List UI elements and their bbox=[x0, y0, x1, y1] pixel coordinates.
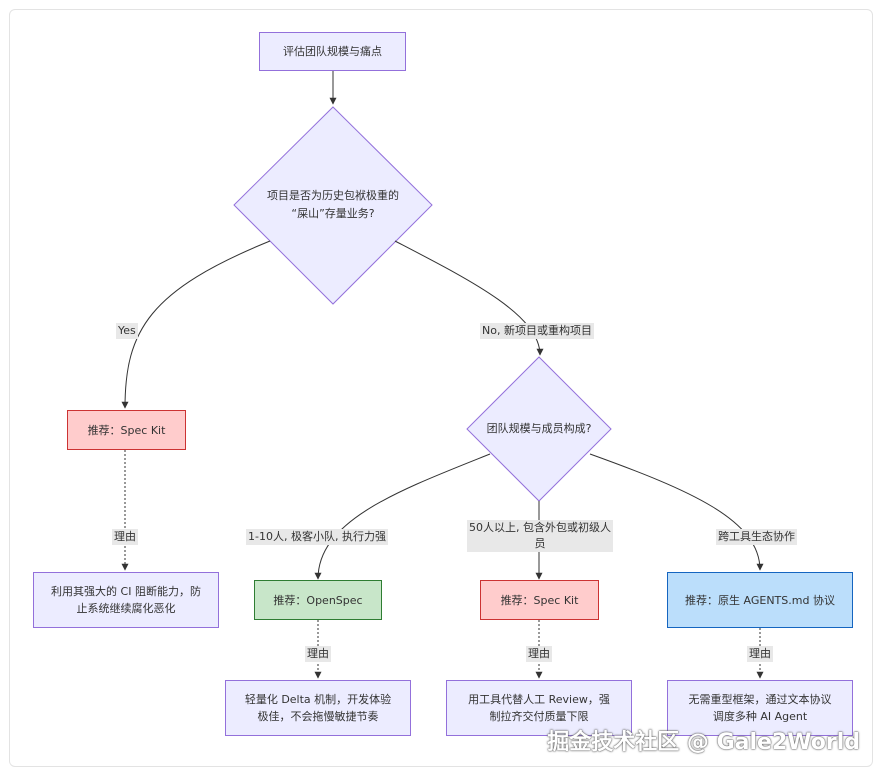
node-q1-text: 项目是否为历史包袱极重的 “屎山”存量业务? bbox=[267, 189, 399, 220]
edge-label-reason-2: 理由 bbox=[526, 646, 552, 662]
decision-diamond-legacy bbox=[233, 106, 433, 305]
node-agents-md: 推荐：原生 AGENTS.md 协议 bbox=[667, 572, 853, 628]
node-reason-1-text: 利用其强大的 CI 阻断能力，防止系统继续腐化恶化 bbox=[51, 585, 201, 615]
node-spec-kit-2: 推荐：Spec Kit bbox=[480, 580, 599, 620]
node-reason-agents-text: 无需重型框架，通过文本协议调度多种 AI Agent bbox=[688, 693, 832, 723]
node-openspec-text: 推荐：OpenSpec bbox=[273, 593, 363, 607]
node-reason-2: 用工具代替人工 Review，强制拉齐交付质量下限 bbox=[446, 680, 632, 736]
edge-no bbox=[394, 240, 544, 356]
edge-label-cross-tool: 跨工具生态协作 bbox=[716, 529, 797, 545]
node-reason-openspec-text: 轻量化 Delta 机制，开发体验极佳，不会拖慢敏捷节奏 bbox=[244, 693, 392, 723]
edge-small-team bbox=[314, 453, 491, 580]
edge-label-reason-1: 理由 bbox=[112, 529, 138, 545]
node-start-text: 评估团队规模与痛点 bbox=[283, 45, 382, 58]
edge-cross-tool bbox=[589, 453, 764, 571]
node-agents-md-text: 推荐：原生 AGENTS.md 协议 bbox=[685, 593, 835, 607]
edge-label-reason-agents: 理由 bbox=[747, 646, 773, 662]
node-start: 评估团队规模与痛点 bbox=[259, 32, 406, 71]
node-reason-agents: 无需重型框架，通过文本协议调度多种 AI Agent bbox=[667, 680, 853, 736]
edge-label-large-team: 50人以上, 包含外包或初级人员 bbox=[467, 520, 613, 552]
node-spec-kit-1: 推荐：Spec Kit bbox=[67, 410, 186, 450]
diagram-frame bbox=[9, 9, 873, 767]
node-spec-kit-1-text: 推荐：Spec Kit bbox=[87, 423, 166, 437]
edge-yes bbox=[121, 240, 271, 409]
node-spec-kit-2-text: 推荐：Spec Kit bbox=[500, 593, 579, 607]
node-reason-1: 利用其强大的 CI 阻断能力，防止系统继续腐化恶化 bbox=[33, 572, 219, 628]
node-q2-text: 团队规模与成员构成? bbox=[486, 422, 592, 435]
edge-label-reason-openspec: 理由 bbox=[305, 646, 331, 662]
node-reason-2-text: 用工具代替人工 Review，强制拉齐交付质量下限 bbox=[468, 693, 610, 723]
node-reason-openspec: 轻量化 Delta 机制，开发体验极佳，不会拖慢敏捷节奏 bbox=[225, 680, 411, 736]
node-openspec: 推荐：OpenSpec bbox=[254, 580, 382, 620]
edge-label-no: No, 新项目或重构项目 bbox=[480, 323, 594, 339]
watermark: 掘金技术社区 @ Gale2World bbox=[547, 730, 860, 755]
edge-label-yes: Yes bbox=[116, 323, 138, 339]
edge-label-small-team: 1-10人, 极客小队, 执行力强 bbox=[246, 529, 388, 545]
